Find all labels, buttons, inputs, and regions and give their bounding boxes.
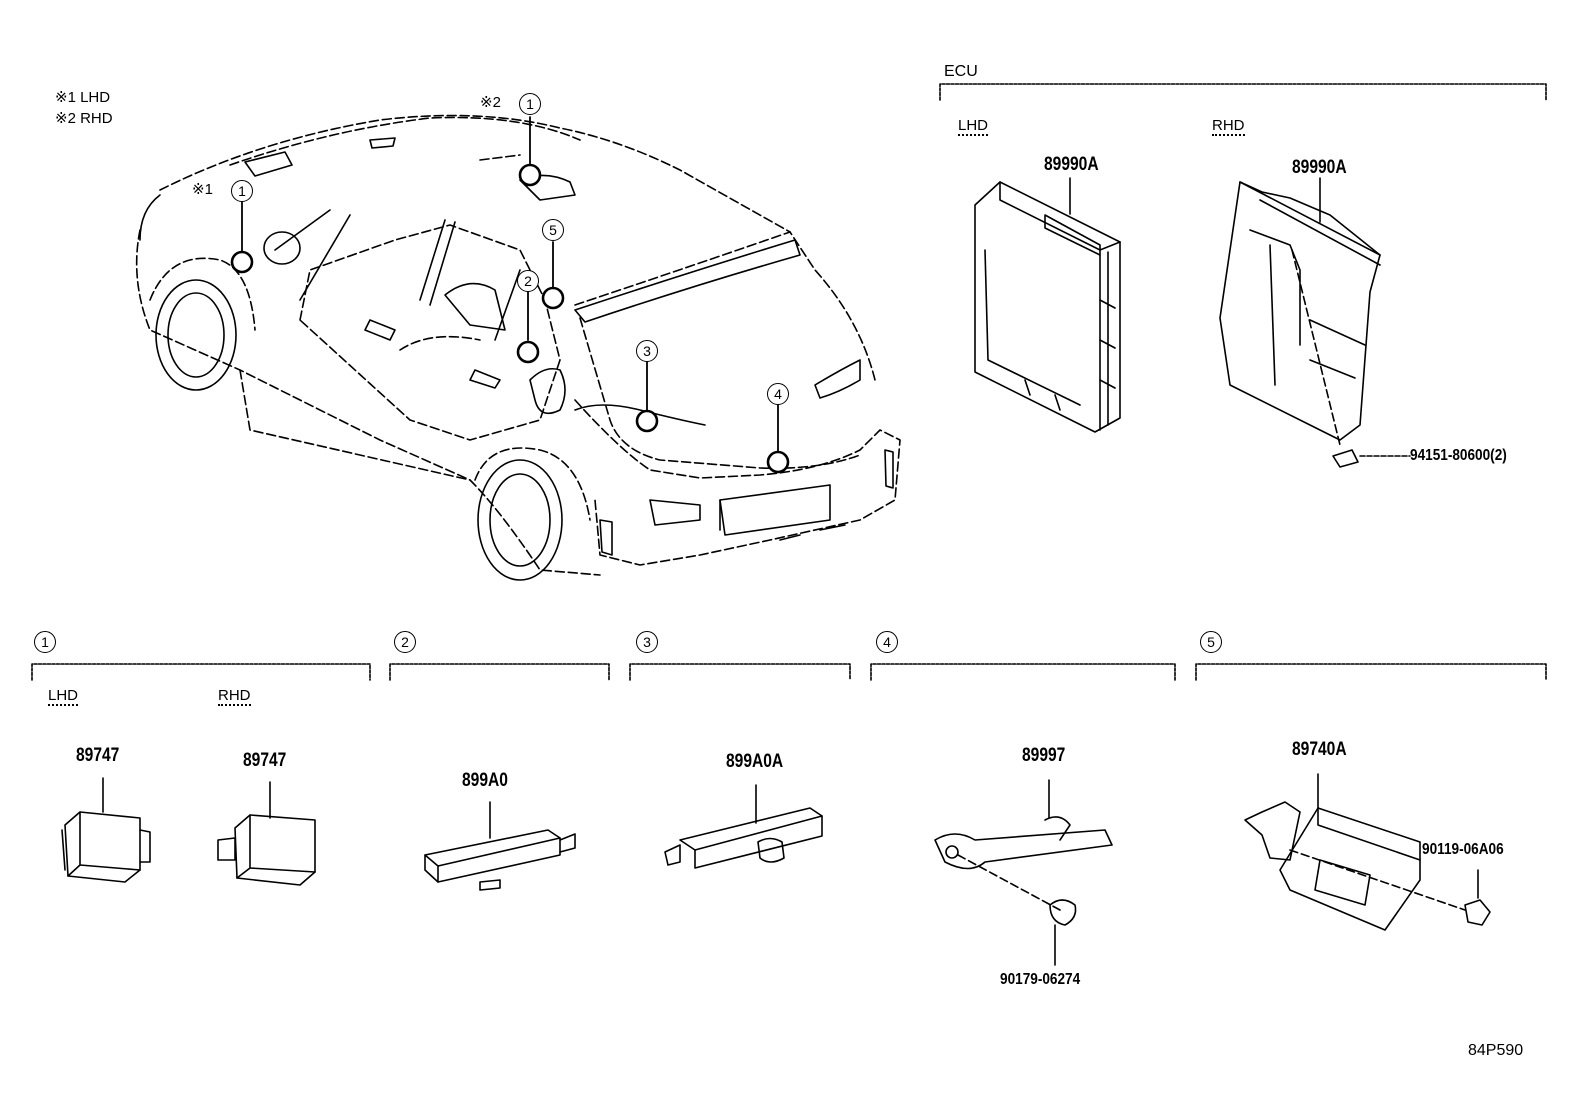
group-2-number: 2: [394, 631, 416, 653]
part-number-ecu-screw[interactable]: 94151-80600(2): [1410, 447, 1507, 464]
callout-leaders: [241, 116, 779, 453]
callout-5[interactable]: 5: [542, 219, 564, 241]
legend-note-rhd: ※2 RHD: [55, 110, 113, 127]
group-3-number: 3: [636, 631, 658, 653]
part-number-89997[interactable]: 89997: [1022, 745, 1066, 766]
location-dots: [230, 163, 790, 474]
part-number-ecu-lhd[interactable]: 89990A: [1044, 154, 1099, 175]
ecu-group-title: ECU: [944, 63, 978, 80]
ecu-rhd-label: RHD: [1212, 117, 1245, 136]
callout-2[interactable]: 2: [517, 270, 539, 292]
module-89740A-drawing: [1244, 773, 1491, 931]
sensor-89747-rhd-drawing: [217, 781, 316, 886]
part-number-89747-lhd[interactable]: 89747: [76, 745, 120, 766]
diagram-code: 84P590: [1468, 1042, 1524, 1059]
group-1-lhd-label: LHD: [48, 687, 79, 706]
part-number-90119-06A06[interactable]: 90119-06A06: [1422, 841, 1504, 858]
sensor-89997-drawing: [934, 779, 1113, 966]
part-number-90179-06274[interactable]: 90179-06274: [1000, 971, 1081, 988]
group-1-rhd-label: RHD: [218, 687, 251, 706]
group-4-number: 4: [876, 631, 898, 653]
antenna-899A0A-drawing: [664, 784, 823, 869]
legend-note-lhd: ※1 LHD: [55, 89, 111, 106]
ecu-lhd-drawing: [974, 177, 1121, 433]
ecu-bracket: [939, 83, 1547, 101]
callout-1-rhd[interactable]: 1: [519, 93, 541, 115]
callout-4[interactable]: 4: [767, 383, 789, 405]
part-number-899A0A[interactable]: 899A0A: [726, 751, 784, 772]
antenna-899A0-drawing: [424, 801, 576, 891]
part-number-89747-rhd[interactable]: 89747: [243, 750, 287, 771]
group-5-number: 5: [1200, 631, 1222, 653]
callout-marker-lhd: ※1: [192, 181, 213, 198]
callout-marker-rhd: ※2: [480, 94, 501, 111]
ecu-rhd-drawing: [1219, 177, 1411, 468]
group-brackets: [31, 663, 1547, 681]
part-number-899A0[interactable]: 899A0: [462, 770, 508, 791]
part-number-ecu-rhd[interactable]: 89990A: [1292, 157, 1347, 178]
callout-1-lhd[interactable]: 1: [231, 180, 253, 202]
part-number-89740A[interactable]: 89740A: [1292, 739, 1347, 760]
group-1-number: 1: [34, 631, 56, 653]
sensor-89747-lhd-drawing: [61, 777, 151, 883]
ecu-lhd-label: LHD: [958, 117, 989, 136]
vehicle-illustration: [135, 114, 901, 581]
callout-3[interactable]: 3: [636, 340, 658, 362]
